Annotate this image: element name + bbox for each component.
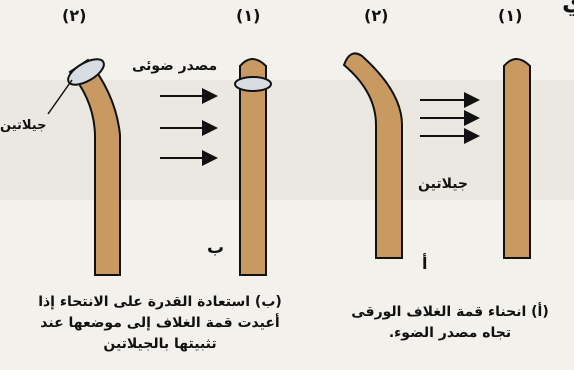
caption-b: (ب) استعادة القدرة على الانتحاء إذا أعيد… (30, 292, 290, 355)
gelatin-label-b: جيلاتين (0, 118, 46, 133)
caption-a-line: تجاه مصدر الضوء. (340, 323, 560, 344)
header-fragment: ي (562, 0, 574, 16)
gelatin-label-a: جيلاتين (418, 176, 468, 192)
caption-b-line: (ب) استعادة القدرة على الانتحاء إذا (30, 292, 290, 313)
caption-a-line: (أ) انحناء قمة الغلاف الورقى (340, 302, 560, 323)
label-b-2: (٢) (62, 6, 86, 25)
coleoptile-a1 (504, 59, 530, 258)
label-a-1: (١) (498, 6, 522, 25)
label-a-2: (٢) (364, 6, 388, 25)
caption-b-line: أعيدت قمة الغلاف إلى موضعها عند (30, 313, 290, 334)
panel-a-letter: أ (422, 254, 427, 273)
light-source-label: مصدر ضوئى (132, 58, 217, 74)
caption-a: (أ) انحناء قمة الغلاف الورقى تجاه مصدر ا… (340, 302, 560, 344)
label-b-1: (١) (236, 6, 260, 25)
coleoptile-b1 (235, 59, 271, 275)
gelatin-band-b1 (235, 77, 271, 91)
panel-b-letter: ب (207, 238, 224, 258)
caption-b-line: تثبيتها بالجيلاتين (30, 334, 290, 355)
